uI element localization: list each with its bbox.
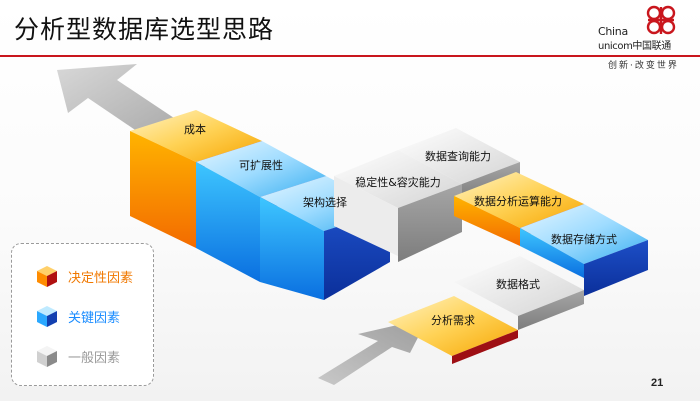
block-label-architecture: 架构选择 [303, 195, 347, 209]
block-data-format [454, 256, 584, 330]
legend-item-decisive: 决定性因素 [34, 264, 133, 288]
block-storage [520, 204, 648, 296]
legend-label-decisive: 决定性因素 [68, 270, 134, 286]
grey-cube-icon [37, 346, 57, 367]
orange-cube-icon [37, 266, 57, 287]
block-label-query-capability: 数据查询能力 [425, 149, 491, 163]
block-analysis-needs [388, 296, 518, 364]
block-label-analysis-needs: 分析需求 [431, 313, 475, 327]
flow-arrow-lower [318, 318, 428, 385]
legend-item-general: 一般因素 [34, 344, 120, 368]
legend-item-key: 关键因素 [34, 304, 120, 328]
legend-label-key: 关键因素 [68, 310, 121, 326]
slide-title: 分析型数据库选型思路 [14, 15, 275, 44]
logo-brand-line1: China [598, 25, 628, 38]
block-label-cost: 成本 [184, 122, 206, 136]
block-label-data-format: 数据格式 [496, 277, 540, 291]
block-label-scalability: 可扩展性 [239, 158, 283, 172]
blue-cube-icon [37, 306, 57, 327]
flow-arrow-upper [57, 64, 180, 140]
block-stability [334, 150, 462, 262]
block-label-stability: 稳定性&容灾能力 [355, 175, 441, 189]
page-number: 21 [651, 377, 664, 389]
legend: 决定性因素 关键因素 一般因素 [11, 243, 154, 386]
legend-label-general: 一般因素 [68, 350, 121, 366]
title-divider [0, 55, 700, 57]
block-label-analytics-capability: 数据分析运算能力 [474, 194, 562, 208]
block-label-storage: 数据存储方式 [551, 232, 617, 246]
logo-slogan: 创新·改变世界 [608, 61, 679, 71]
china-unicom-knot-icon [646, 5, 676, 35]
logo-brand-line2: unicom中国联通 [598, 41, 671, 52]
